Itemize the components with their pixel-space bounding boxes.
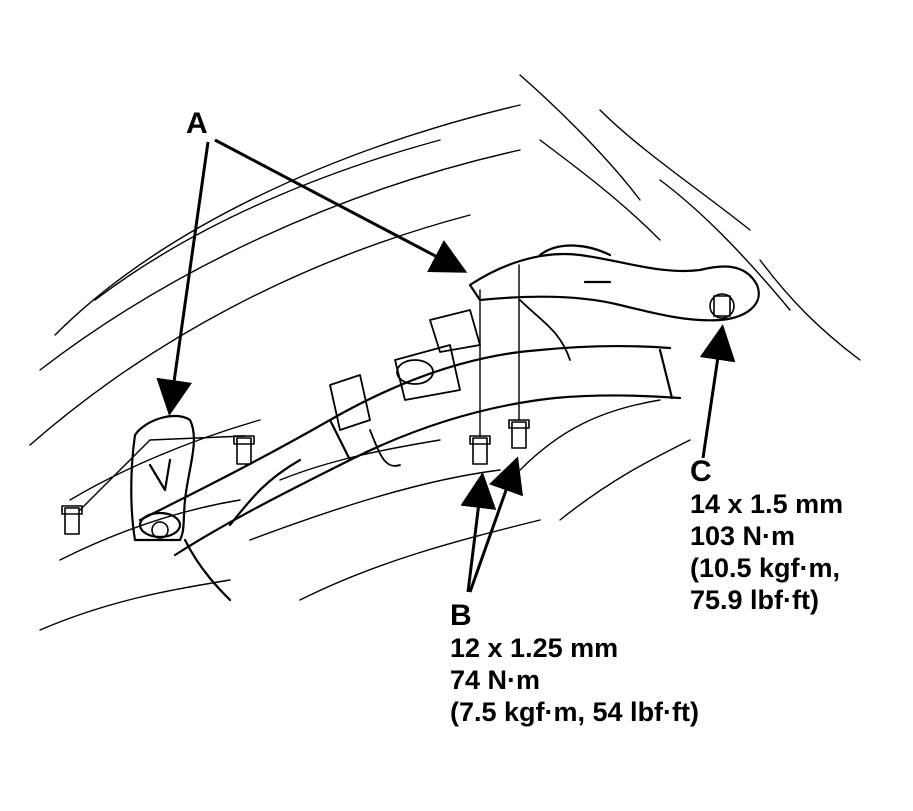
bolt — [508, 419, 530, 449]
lower-mount-bracket — [130, 415, 232, 602]
label-c-alt1: (10.5 kgf·m, — [690, 553, 841, 583]
label-b-letter: B — [450, 599, 472, 632]
arrow-a-left — [156, 141, 210, 416]
bolt-guide-lines — [79, 264, 520, 511]
label-c-letter: C — [690, 455, 712, 488]
label-a: A — [186, 108, 208, 140]
bolt — [151, 521, 169, 539]
label-b-alt: (7.5 kgf·m, 54 lbf·ft) — [450, 697, 700, 727]
bolt — [233, 435, 255, 465]
label-c-torque: 103 N·m — [690, 521, 796, 551]
bolts — [61, 293, 735, 539]
bolt — [709, 293, 735, 319]
callout-arrows — [156, 138, 736, 593]
label-b-torque: 74 N·m — [450, 665, 541, 695]
crossmember — [138, 344, 682, 557]
bolt — [61, 505, 83, 535]
mount-brackets — [329, 299, 571, 467]
arrow-a-right — [214, 138, 468, 273]
arrow-c — [699, 324, 736, 459]
label-c-thread: 14 x 1.5 mm — [690, 489, 844, 519]
label-b: B 12 x 1.25 mm 74 N·m (7.5 kgf·m, 54 lbf… — [450, 600, 699, 728]
label-c: C 14 x 1.5 mm 103 N·m (10.5 kgf·m, 75.9 … — [690, 456, 843, 616]
arrow-b-right — [468, 456, 523, 593]
label-c-alt2: 75.9 lbf·ft) — [690, 585, 820, 615]
upper-arm — [468, 244, 760, 322]
label-a-letter: A — [186, 107, 208, 140]
label-b-thread: 12 x 1.25 mm — [450, 633, 619, 663]
bolt — [469, 435, 491, 465]
arrow-b-left — [460, 472, 497, 593]
